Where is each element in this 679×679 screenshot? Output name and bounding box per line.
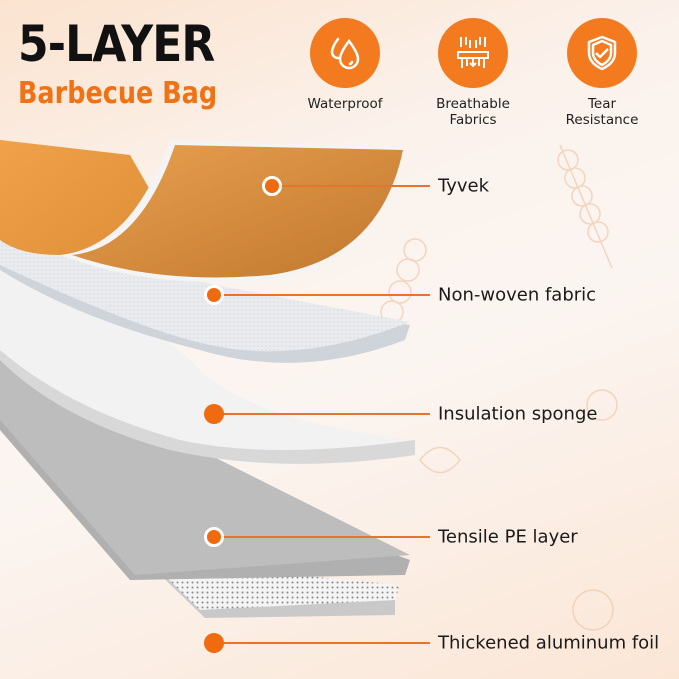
callout-dot-pe (204, 527, 224, 547)
callout-line-nonwoven (214, 294, 430, 296)
page-title: 5-LAYER (18, 15, 215, 73)
feature-label-line: Tear (587, 96, 617, 112)
layer-label-pe: Tensile PE layer (438, 526, 578, 548)
callout-line-tyvek (272, 185, 430, 187)
feature-label: Breathable Fabrics (436, 96, 510, 128)
feature-label-line: Waterproof (307, 96, 383, 112)
feature-label: Waterproof (307, 96, 382, 112)
feature-label-line: Fabrics (449, 112, 497, 128)
water-drops-icon (310, 18, 380, 88)
layer-label-sponge: Insulation sponge (438, 403, 598, 425)
feature-label-line: Breathable (436, 96, 510, 112)
layer-label-nonwoven: Non-woven fabric (438, 284, 597, 306)
callout-dot-sponge (204, 404, 224, 424)
callout-dot-foil (204, 633, 224, 653)
shield-check-icon (567, 18, 637, 88)
breathable-fabric-icon (438, 18, 508, 88)
callout-line-pe (214, 536, 430, 538)
feature-label-line: Resistance (565, 112, 639, 128)
feature-breathable: Breathable Fabrics (418, 18, 528, 128)
callout-line-foil (214, 642, 430, 644)
callout-dot-nonwoven (204, 285, 224, 305)
feature-tear-resistance: Tear Resistance (547, 18, 657, 128)
skewer-sketch-icon (380, 144, 618, 631)
layer-label-tyvek: Tyvek (438, 175, 489, 197)
callout-dot-tyvek (262, 176, 282, 196)
callout-line-sponge (214, 413, 430, 415)
page-subtitle: Barbecue Bag (18, 76, 218, 111)
layer-label-foil: Thickened aluminum foil (438, 632, 660, 654)
feature-label: Tear Resistance (566, 96, 639, 128)
feature-waterproof: Waterproof (290, 18, 400, 112)
